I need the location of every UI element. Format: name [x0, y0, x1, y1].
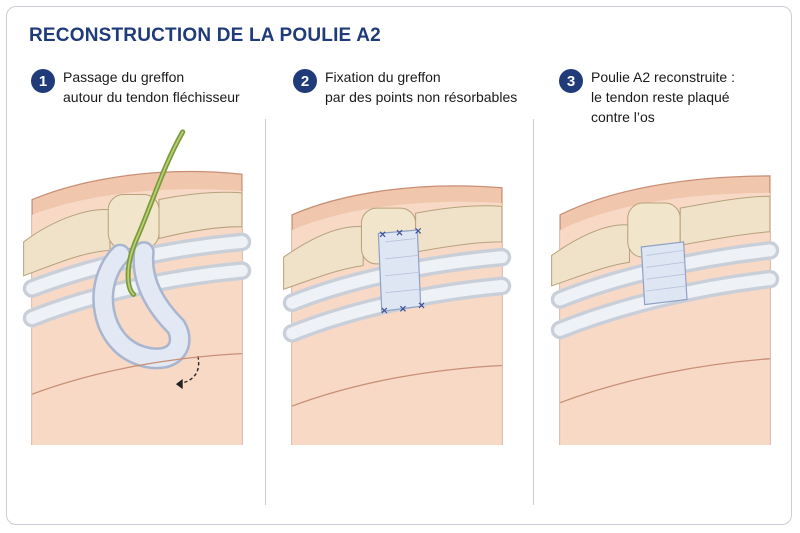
step-3-line-1: Poulie A2 reconstruite :: [591, 69, 735, 85]
step-1-badge: 1: [31, 69, 55, 93]
finger-outline-lower: [291, 364, 502, 407]
step-1-line-1: Passage du greffon: [63, 69, 185, 85]
finger-outline-lower: [559, 358, 770, 404]
finger-outline-lower: [31, 352, 242, 395]
bone-distal: [415, 205, 503, 253]
graft-fibers: [385, 238, 420, 294]
step-2-line-2: par des points non résorbables: [325, 89, 518, 105]
step-3-line-3: contre l’os: [591, 109, 655, 125]
step-2-line-1: Fixation du greffon: [325, 69, 441, 85]
panel-2-illustration: [273, 115, 521, 445]
step-3-caption: 3 Poulie A2 reconstruite : le tendon res…: [559, 67, 735, 127]
step-3-line-2: le tendon reste plaqué: [591, 89, 730, 105]
step-1-caption: 1 Passage du greffon autour du tendon fl…: [31, 67, 240, 107]
rotation-arrowhead: [175, 379, 183, 390]
divider-1: [265, 119, 266, 505]
step-1-line-2: autour du tendon fléchisseur: [63, 89, 240, 105]
pulley-fibers: [646, 249, 687, 292]
guide-wire-highlight: [127, 131, 184, 296]
figure-title: RECONSTRUCTION DE LA POULIE A2: [29, 25, 381, 46]
step-3-badge: 3: [559, 69, 583, 93]
graft-loop-face: [94, 243, 189, 367]
figure-frame: RECONSTRUCTION DE LA POULIE A2 1 Passage…: [6, 6, 792, 525]
bone-proximal: [283, 225, 364, 291]
step-2-caption: 2 Fixation du greffon par des points non…: [293, 67, 517, 107]
panel-3-illustration: [541, 115, 789, 445]
graft-band: [377, 229, 422, 312]
bone-proximal: [551, 224, 630, 287]
step-2-badge: 2: [293, 69, 317, 93]
panel-1-illustration: [13, 115, 261, 445]
bone-distal: [679, 195, 771, 246]
suture-points: [379, 227, 425, 314]
bone-distal: [158, 191, 243, 240]
divider-2: [533, 119, 534, 505]
reconstructed-pulley: [640, 241, 688, 306]
